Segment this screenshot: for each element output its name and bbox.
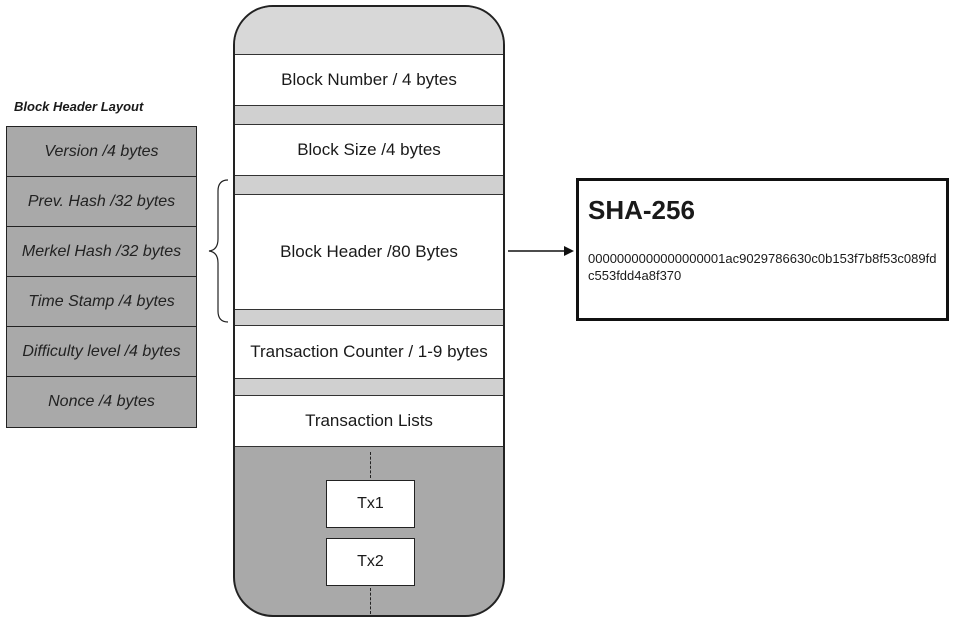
transaction-box-tx1: Tx1 bbox=[326, 480, 415, 528]
section-divider bbox=[235, 446, 503, 447]
block-header-layout-title: Block Header Layout bbox=[14, 99, 144, 114]
block-header-field-list: Version /4 bytes Prev. Hash /32 bytes Me… bbox=[6, 126, 197, 428]
field-version: Version /4 bytes bbox=[6, 126, 197, 176]
sha256-hash-value: 0000000000000000001ac9029786630c0b153f7b… bbox=[588, 251, 937, 283]
transaction-lists-section: Transaction Lists bbox=[235, 396, 503, 446]
field-nonce: Nonce /4 bytes bbox=[6, 376, 197, 428]
continuation-dots bbox=[370, 452, 371, 478]
transaction-counter-section: Transaction Counter / 1-9 bytes bbox=[235, 326, 503, 378]
sha256-title: SHA-256 bbox=[588, 195, 695, 225]
block-header-section: Block Header /80 Bytes bbox=[235, 195, 503, 309]
sha256-box: SHA-256 0000000000000000001ac9029786630c… bbox=[576, 178, 949, 321]
block-structure: Block Number / 4 bytes Block Size /4 byt… bbox=[233, 5, 505, 617]
section-separator bbox=[235, 378, 503, 396]
section-separator bbox=[235, 175, 503, 195]
field-merkel-hash: Merkel Hash /32 bytes bbox=[6, 226, 197, 276]
field-time-stamp: Time Stamp /4 bytes bbox=[6, 276, 197, 326]
block-number-section: Block Number / 4 bytes bbox=[235, 55, 503, 105]
transaction-box-tx2: Tx2 bbox=[326, 538, 415, 586]
block-top-cap bbox=[235, 7, 503, 55]
section-separator bbox=[235, 105, 503, 125]
continuation-dots bbox=[370, 588, 371, 614]
arrow-right-icon bbox=[508, 246, 574, 256]
field-difficulty-level: Difficulty level /4 bytes bbox=[6, 326, 197, 376]
section-separator bbox=[235, 309, 503, 326]
block-size-section: Block Size /4 bytes bbox=[235, 125, 503, 175]
curly-brace-icon bbox=[208, 179, 229, 323]
field-prev-hash: Prev. Hash /32 bytes bbox=[6, 176, 197, 226]
